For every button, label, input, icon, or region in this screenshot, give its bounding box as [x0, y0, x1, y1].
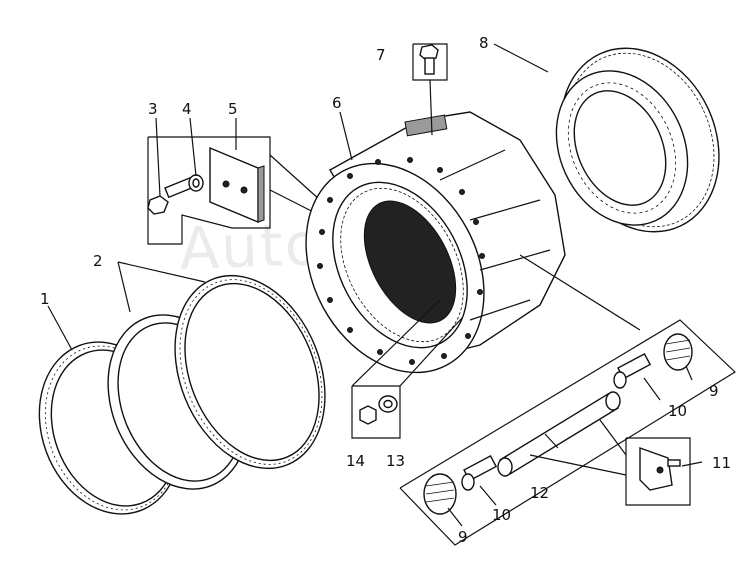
part-9-spring-lower [423, 473, 457, 515]
inset-tray-9-12 [399, 254, 736, 546]
callout-13: 13 [386, 452, 405, 470]
callout-2: 2 [93, 252, 103, 270]
part-11-bracket [639, 447, 681, 491]
callout-14: 14 [346, 452, 365, 470]
part-10-pin-upper [613, 352, 652, 389]
callout-1: 1 [40, 290, 50, 308]
part-6-hub-housing [305, 111, 566, 374]
part-10-pin-lower [461, 454, 498, 491]
part-14-bolt [359, 405, 377, 425]
inset-box-11 [529, 419, 691, 506]
callout-7: 7 [376, 46, 386, 64]
part-8-gear-ring [555, 47, 720, 233]
part-5-plate [209, 146, 265, 224]
callout-3: 3 [148, 100, 158, 118]
inset-box-13-14 [351, 299, 463, 439]
callout-9-upper: 9 [709, 382, 719, 400]
part-7-bolt [412, 43, 448, 136]
part-3-bolt [147, 176, 196, 215]
callout-9-lower: 9 [458, 528, 468, 546]
callout-4: 4 [182, 100, 192, 118]
callout-8: 8 [479, 34, 489, 52]
part-12-shaft [497, 391, 621, 477]
part-13-washer [378, 395, 398, 413]
callout-5: 5 [228, 100, 238, 118]
callout-11: 11 [712, 454, 731, 472]
callout-10-lower: 10 [492, 506, 511, 524]
callout-12: 12 [530, 484, 549, 502]
part-2-ring-right [174, 274, 326, 470]
callout-10-upper: 10 [668, 402, 687, 420]
part-9-spring-upper [663, 333, 693, 371]
flange-holes [317, 157, 485, 365]
part-4-washer [188, 174, 204, 192]
leader-lines [47, 43, 703, 527]
callout-6: 6 [332, 94, 342, 112]
